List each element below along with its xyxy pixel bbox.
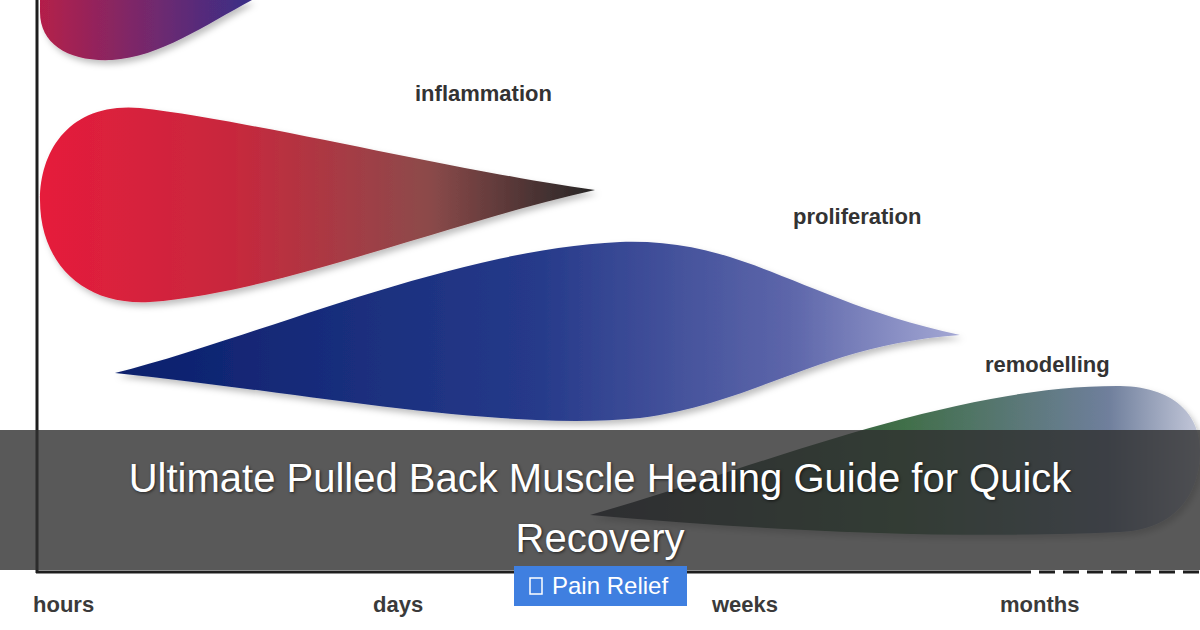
axis-label: months	[1000, 592, 1079, 618]
badge-text: Pain Relief	[552, 572, 668, 600]
tag-icon	[528, 576, 544, 596]
axis-label: weeks	[712, 592, 778, 618]
phase-label: remodelling	[985, 352, 1110, 378]
axis-label: hours	[33, 592, 94, 618]
tag-icon-box	[530, 578, 542, 594]
phase-label: proliferation	[793, 204, 921, 230]
axis-label: days	[373, 592, 423, 618]
proliferation-shape	[115, 242, 960, 421]
category-badge: Pain Relief	[514, 566, 687, 606]
time-axis-dashed	[1015, 571, 1200, 574]
page-title: Ultimate Pulled Back Muscle Healing Guid…	[70, 448, 1130, 568]
phase-label: inflammation	[415, 81, 552, 107]
phase-shape	[40, 0, 252, 60]
